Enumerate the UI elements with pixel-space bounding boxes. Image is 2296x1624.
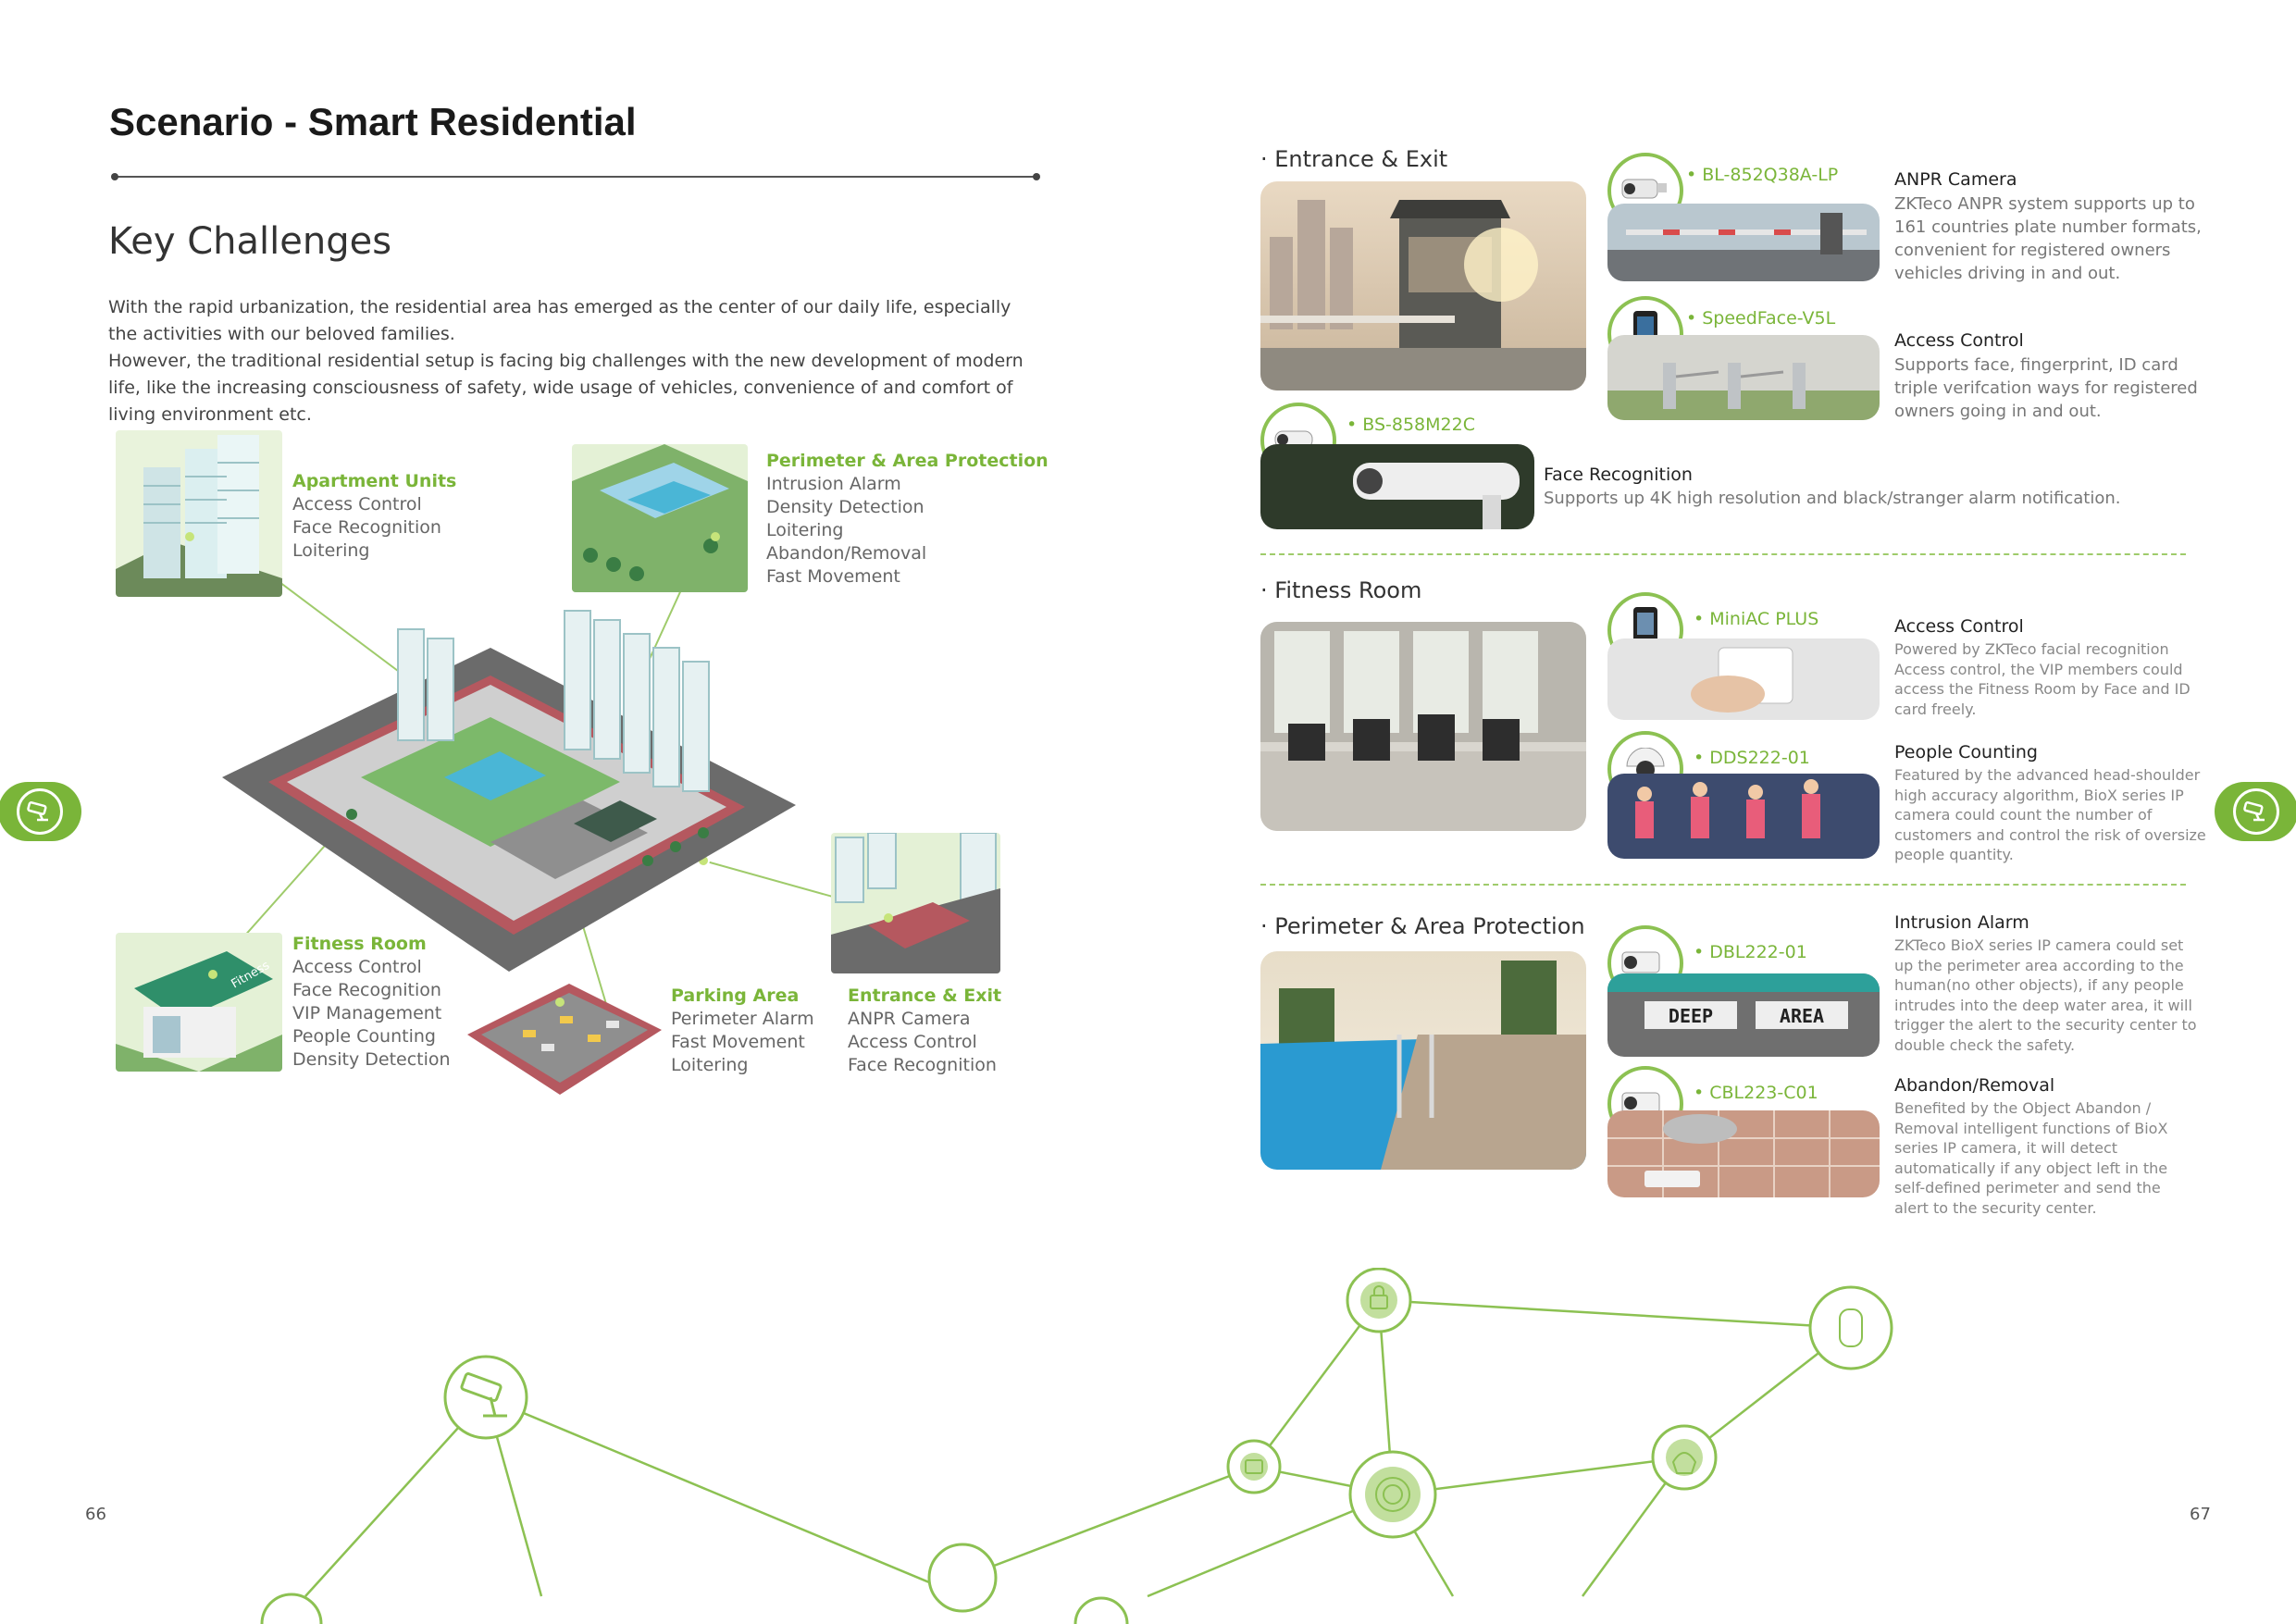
tower-node <box>1808 1285 1893 1370</box>
face-recognition-photo <box>1260 444 1534 529</box>
entrance-title: Entrance & Exit <box>848 986 1002 1006</box>
perimeter-title: Perimeter & Area Protection <box>766 451 1049 471</box>
fitness-item: Face Recognition <box>292 980 441 1000</box>
card-access-photo <box>1607 638 1880 720</box>
perimeter-area-labels: Perimeter & Area Protection Intrusion Al… <box>766 450 1049 589</box>
title-divider <box>111 173 1040 180</box>
access-control-fitness-desc: Powered by ZKTeco facial recognition Acc… <box>1894 640 2191 718</box>
intrusion-alarm-title: Intrusion Alarm <box>1894 912 2029 933</box>
intro-paragraph-2: However, the traditional residential set… <box>108 351 1024 425</box>
face-recognition-title: Face Recognition <box>1544 465 1693 485</box>
product-name: • CBL223-C01 <box>1694 1083 1818 1103</box>
entrance-item: ANPR Camera <box>848 1009 971 1029</box>
intrusion-alarm-desc: ZKTeco BioX series IP camera could set u… <box>1894 936 2197 1054</box>
parking-title: Parking Area <box>671 986 800 1006</box>
fitness-room-illustration: Fitness <box>116 933 282 1072</box>
parking-item: Fast Movement <box>671 1032 805 1052</box>
side-tab-left <box>0 782 81 841</box>
section-fitness-room: · Fitness Room <box>1260 577 1422 603</box>
entrance-item: Access Control <box>848 1032 977 1052</box>
entrance-exit-labels: Entrance & Exit ANPR Camera Access Contr… <box>848 985 1001 1077</box>
pool-sign-area: AREA <box>1780 1005 1824 1027</box>
anpr-camera-desc: ZKTeco ANPR system supports up to 161 co… <box>1894 194 2202 283</box>
fitness-item: VIP Management <box>292 1003 442 1023</box>
community-isometric-map <box>222 610 796 972</box>
intro-text: With the rapid urbanization, the residen… <box>108 294 1043 428</box>
pool-photo <box>1260 951 1586 1170</box>
product-name: • DBL222-01 <box>1694 942 1807 962</box>
fitness-title: Fitness Room <box>292 934 427 954</box>
deep-area-photo: DEEP AREA <box>1607 973 1880 1057</box>
section-perimeter-area-protection: · Perimeter & Area Protection <box>1260 913 1585 939</box>
abandon-removal-photo <box>1607 1110 1880 1197</box>
entrance-item: Face Recognition <box>848 1055 997 1075</box>
side-tab-right <box>2215 782 2296 841</box>
perimeter-item: Density Detection <box>766 497 925 517</box>
apartment-units-labels: Apartment Units Access Control Face Reco… <box>292 470 456 563</box>
intro-paragraph-1: With the rapid urbanization, the residen… <box>108 297 1011 344</box>
parking-area-labels: Parking Area Perimeter Alarm Fast Moveme… <box>671 985 814 1077</box>
turnstile-photo <box>1607 335 1880 420</box>
face-recognition-desc: Supports up 4K high resolution and black… <box>1544 489 2121 508</box>
abandon-removal-desc: Benefited by the Object Abandon / Remova… <box>1894 1099 2168 1217</box>
perimeter-item: Fast Movement <box>766 566 900 587</box>
fitness-photo <box>1260 622 1586 831</box>
entrance-photo <box>1260 181 1586 391</box>
fitness-room-labels: Fitness Room Access Control Face Recogni… <box>292 933 451 1072</box>
access-control-title: Access Control <box>1894 330 2024 351</box>
apartment-units-title: Apartment Units <box>292 471 457 491</box>
people-counting-photo <box>1607 774 1880 859</box>
fitness-item: Density Detection <box>292 1049 451 1070</box>
fitness-item: Access Control <box>292 957 422 977</box>
perimeter-item: Abandon/Removal <box>766 543 927 564</box>
apartment-illustration <box>116 430 282 597</box>
key-challenges-heading: Key Challenges <box>108 220 392 263</box>
people-counting-desc: Featured by the advanced head-shoulder h… <box>1894 766 2206 863</box>
page-number-left: 66 <box>85 1505 106 1524</box>
perimeter-item: Intrusion Alarm <box>766 474 901 494</box>
camera-icon <box>460 1372 507 1418</box>
section-divider <box>1260 553 2186 555</box>
parking-item: Perimeter Alarm <box>671 1009 814 1029</box>
pool-sign-deep: DEEP <box>1669 1005 1713 1027</box>
page-number-right: 67 <box>2190 1505 2211 1524</box>
router-node <box>927 1543 998 1613</box>
product-name: • BS-858M22C <box>1347 415 1475 435</box>
camera-icon <box>2233 788 2279 835</box>
anpr-gate-photo <box>1607 204 1880 281</box>
camera-icon <box>17 788 63 835</box>
product-name: • MiniAC PLUS <box>1694 609 1819 629</box>
perimeter-item: Loitering <box>766 520 844 540</box>
section-divider <box>1260 884 2186 886</box>
product-name: • BL-852Q38A-LP <box>1686 165 1839 185</box>
parking-area-illustration <box>467 984 662 1095</box>
access-control-fitness-title: Access Control <box>1894 616 2024 637</box>
product-name: • DDS222-01 <box>1694 748 1810 768</box>
page-title: Scenario - Smart Residential <box>109 100 637 143</box>
people-counting-title: People Counting <box>1894 742 2038 762</box>
section-entrance-exit: · Entrance & Exit <box>1260 146 1448 172</box>
product-name: • SpeedFace-V5L <box>1686 308 1836 329</box>
apartment-item: Loitering <box>292 540 370 561</box>
anpr-camera-title: ANPR Camera <box>1894 169 2017 190</box>
apartment-item: Face Recognition <box>292 517 441 538</box>
entrance-exit-illustration <box>831 833 1000 973</box>
fitness-item: People Counting <box>292 1026 436 1047</box>
network-background <box>260 1268 1893 1624</box>
access-control-desc: Supports face, fingerprint, ID card trip… <box>1894 355 2198 421</box>
parking-item: Loitering <box>671 1055 749 1075</box>
abandon-removal-title: Abandon/Removal <box>1894 1075 2055 1096</box>
apartment-item: Access Control <box>292 494 422 514</box>
perimeter-pool-illustration <box>572 444 748 592</box>
